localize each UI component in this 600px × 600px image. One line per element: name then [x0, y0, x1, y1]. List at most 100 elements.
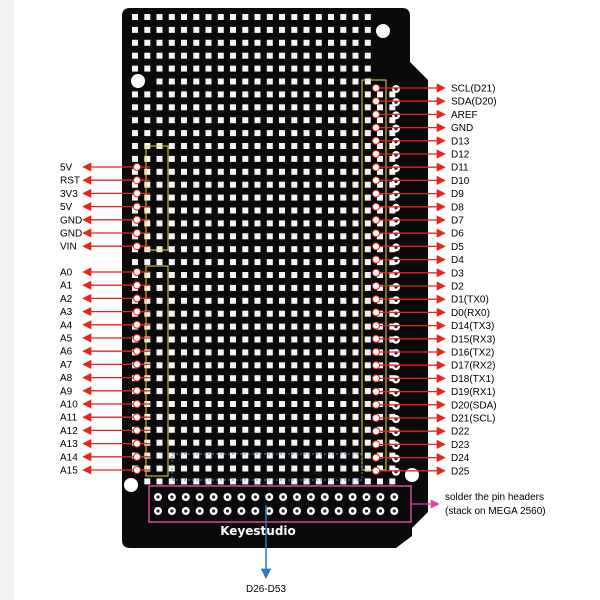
proto-pad	[328, 413, 334, 420]
proto-pad	[389, 143, 396, 149]
proto-pad	[303, 181, 310, 188]
proto-pad	[328, 297, 334, 304]
proto-pad	[315, 259, 322, 266]
proto-pad	[303, 78, 310, 85]
proto-pad	[168, 272, 175, 278]
right-pin-label: D6	[451, 229, 464, 240]
right-pin-label: D25	[451, 466, 470, 477]
proto-pad	[266, 259, 273, 266]
proto-pad	[279, 207, 285, 214]
proto-pad	[377, 297, 383, 304]
proto-pad	[377, 401, 383, 407]
right-pin-label: SDA(D20)	[451, 97, 497, 108]
header-pin-hole	[184, 495, 188, 499]
proto-pad	[328, 349, 334, 356]
proto-pad	[156, 284, 163, 291]
proto-pad	[389, 478, 396, 485]
right-pin-pad	[372, 387, 380, 396]
proto-pad	[279, 375, 285, 382]
proto-pad	[230, 78, 236, 85]
proto-pad	[181, 413, 187, 420]
proto-pad	[242, 284, 249, 291]
proto-pad	[352, 310, 359, 317]
proto-pad	[181, 336, 187, 343]
proto-pad	[242, 207, 249, 214]
proto-pad	[266, 194, 273, 201]
proto-pad	[389, 207, 396, 214]
proto-pad	[291, 349, 298, 356]
proto-pad	[156, 181, 163, 188]
proto-pad	[340, 78, 347, 85]
proto-pad	[279, 233, 285, 240]
proto-pad	[168, 426, 175, 433]
proto-pad	[315, 207, 322, 214]
proto-pad	[156, 117, 163, 124]
left-pin-pad	[133, 163, 141, 171]
proto-pad	[352, 478, 359, 485]
proto-pad	[279, 349, 285, 356]
proto-pad	[168, 91, 175, 98]
proto-pad	[291, 143, 298, 149]
proto-pad	[328, 155, 334, 162]
proto-pad	[205, 26, 212, 33]
proto-pad	[217, 168, 224, 175]
proto-pad	[315, 246, 322, 253]
header-pin-hole	[323, 495, 327, 499]
proto-pad	[168, 65, 175, 72]
proto-pad	[230, 478, 236, 485]
proto-pad	[303, 297, 310, 304]
proto-pad	[315, 233, 322, 240]
proto-pad	[340, 181, 347, 188]
left-pin-pad	[133, 413, 141, 422]
proto-pad	[340, 220, 347, 227]
proto-pad	[303, 117, 310, 124]
proto-pad	[144, 310, 151, 317]
proto-pad	[242, 478, 249, 485]
proto-pad	[193, 104, 200, 111]
proto-pad	[156, 194, 163, 201]
proto-pad	[266, 39, 273, 46]
proto-pad	[266, 323, 273, 330]
proto-pad	[205, 388, 212, 395]
proto-pad	[205, 117, 212, 124]
proto-pad	[266, 52, 273, 59]
proto-pad	[340, 349, 347, 356]
proto-pad	[364, 14, 371, 20]
left-pin-pad	[133, 294, 141, 303]
proto-pad	[266, 155, 273, 162]
proto-pad	[156, 207, 163, 214]
proto-pad	[291, 426, 298, 433]
proto-pad	[279, 452, 285, 459]
proto-pad	[168, 143, 175, 149]
proto-pad	[181, 117, 187, 124]
proto-pad	[303, 465, 310, 472]
header-pin-hole	[392, 509, 396, 513]
proto-pad	[193, 117, 200, 124]
proto-pad	[217, 375, 224, 382]
left-pin-label: 3V3	[60, 189, 78, 200]
proto-pad	[254, 78, 261, 85]
proto-pad	[181, 104, 187, 111]
proto-pad	[291, 52, 298, 59]
proto-pad	[181, 452, 187, 459]
right-pin-label: D18(TX1)	[451, 374, 494, 385]
proto-pad	[303, 284, 310, 291]
proto-pad	[254, 143, 261, 149]
proto-pad	[242, 297, 249, 304]
proto-pad	[205, 272, 212, 278]
proto-pad	[279, 439, 285, 446]
proto-pad	[266, 297, 273, 304]
right-pin-pad	[372, 202, 380, 211]
left-pin-label: A14	[60, 452, 78, 463]
proto-pad	[364, 413, 371, 420]
proto-pad	[193, 272, 200, 278]
proto-pad	[279, 143, 285, 149]
left-pin-label: A7	[60, 360, 73, 371]
proto-pad	[205, 426, 212, 433]
right-pin-label: D10	[451, 176, 470, 187]
proto-pad	[205, 143, 212, 149]
proto-pad	[181, 194, 187, 201]
proto-pad	[242, 388, 249, 395]
proto-pad	[205, 181, 212, 188]
proto-pad	[230, 388, 236, 395]
